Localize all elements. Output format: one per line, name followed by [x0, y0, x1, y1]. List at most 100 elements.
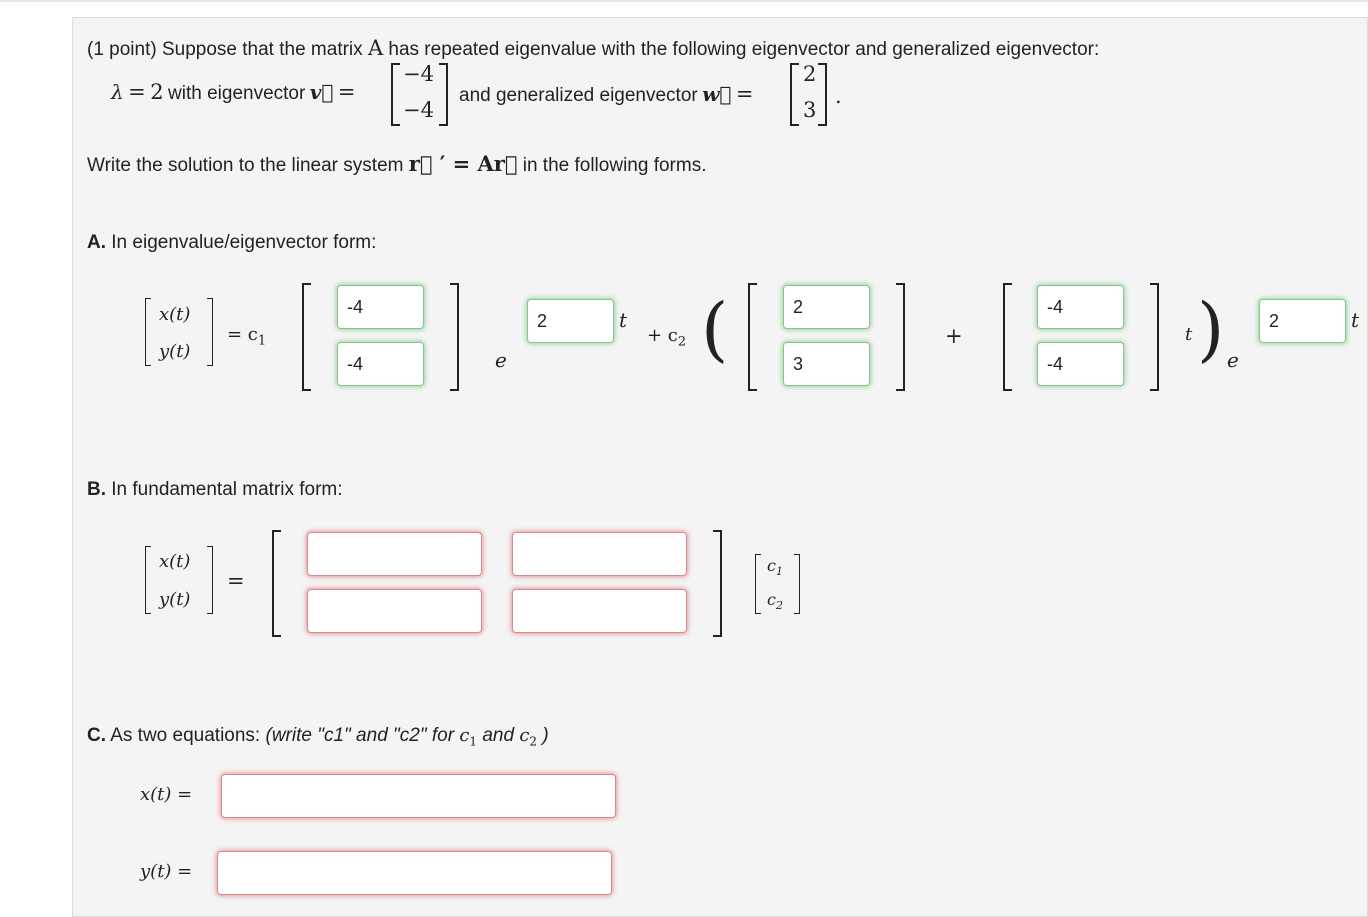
bracket-left [302, 283, 311, 391]
generalized-text-line: and generalized eigenvector w⃗ = [459, 82, 753, 107]
c1-coefficient: = c1 [227, 324, 266, 349]
part-a-vec2-top-input[interactable] [1037, 285, 1124, 329]
write-solution-text: Write the solution to the linear system [87, 155, 404, 176]
w-symbol: w⃗ [702, 82, 732, 106]
with-eigenvector-text: with eigenvector [168, 83, 306, 104]
equals-sign: = [227, 569, 245, 593]
part-a-vec1-bottom-input[interactable] [337, 342, 424, 386]
bracket-right [207, 546, 213, 614]
plus-c-text: + c [647, 325, 678, 346]
part-a-title: In eigenvalue/eigenvector form: [111, 232, 377, 253]
part-a-heading: A. In eigenvalue/eigenvector form: [87, 232, 376, 254]
w-top-entry: 2 [803, 62, 817, 86]
bracket-right [1150, 283, 1159, 391]
bracket-right [896, 283, 905, 391]
part-a-gvec-top-input[interactable] [783, 285, 870, 329]
part-c-label: C. [87, 725, 106, 746]
problem-intro: (1 point) Suppose that the matrix A has … [87, 36, 1099, 61]
w-bottom-entry: 3 [803, 98, 817, 122]
c2-coefficient: + c2 [647, 325, 686, 350]
close-paren: ) [1197, 288, 1225, 370]
part-b-title: In fundamental matrix form: [111, 479, 343, 500]
part-a-gvec-bottom-input[interactable] [783, 342, 870, 386]
c-letter: c [459, 725, 470, 746]
part-b-m22-input[interactable] [512, 589, 687, 633]
c1-entry: c1 [767, 556, 783, 578]
v-symbol: v⃗ [309, 80, 334, 104]
v-top-entry: −4 [403, 62, 434, 86]
bracket-right [794, 554, 800, 614]
bracket-left [391, 63, 400, 126]
part-b-m21-input[interactable] [307, 589, 482, 633]
equals-c-text: = c [227, 324, 258, 345]
subscript-1: 1 [469, 734, 478, 749]
intro-rest-text: has repeated eigenvalue with the followi… [388, 39, 1100, 60]
equals-sign: = [337, 80, 356, 104]
in-forms-text: in the following forms. [522, 155, 707, 176]
y-of-t: y(t) [159, 589, 191, 610]
bracket-right [439, 63, 448, 126]
bracket-left [145, 298, 151, 366]
x-of-t: x(t) [159, 304, 191, 325]
part-c-y-input[interactable] [217, 851, 612, 895]
intro-text: (1 point) Suppose that the matrix [87, 39, 363, 60]
bracket-right [818, 63, 827, 126]
part-c-heading: C. As two equations: (write "c1" and "c2… [87, 725, 549, 749]
t-symbol: t [619, 308, 628, 332]
bracket-right [207, 298, 213, 366]
c2-entry: c2 [767, 590, 783, 612]
part-c-x-input[interactable] [221, 774, 616, 818]
c-letter: c [519, 725, 530, 746]
subscript-2: 2 [775, 599, 783, 613]
part-c-title: As two equations: [110, 725, 261, 746]
bracket-right [713, 530, 722, 637]
bracket-left [790, 63, 799, 126]
bracket-left [272, 530, 281, 637]
part-a-exponent1-input[interactable] [527, 299, 614, 343]
part-a-label: A. [87, 232, 106, 253]
period: . [835, 84, 842, 108]
lambda-symbol: λ [111, 80, 124, 104]
top-divider [0, 0, 1368, 2]
hint-c2: c2 [519, 725, 537, 749]
bracket-left [748, 283, 757, 391]
lambda-value: 2 [150, 80, 164, 104]
part-b-label: B. [87, 479, 106, 500]
part-a-vec2-bottom-input[interactable] [1037, 342, 1124, 386]
write-solution-line: Write the solution to the linear system … [87, 151, 706, 177]
e-symbol: e [495, 348, 507, 372]
part-b-m12-input[interactable] [512, 532, 687, 576]
part-a-vec1-top-input[interactable] [337, 285, 424, 329]
plus-sign: + [945, 324, 963, 348]
part-a-exponent2-input[interactable] [1259, 299, 1346, 343]
part-b-heading: B. In fundamental matrix form: [87, 479, 343, 501]
subscript-1: 1 [257, 333, 267, 349]
subscript-1: 1 [775, 565, 783, 579]
hint-c1: c1 [459, 725, 478, 749]
equals-sign: = [128, 80, 146, 104]
matrix-name: A [367, 36, 384, 60]
part-c-hint: (write "c1" and "c2" for [265, 725, 455, 746]
hint-close-paren: ) [542, 725, 549, 746]
subscript-2: 2 [677, 334, 687, 350]
bracket-left [1003, 283, 1012, 391]
bracket-left [755, 554, 761, 614]
bracket-left [145, 546, 151, 614]
hint-and-text: and [482, 725, 515, 746]
equals-sign: = [735, 82, 754, 106]
c-letter: c [767, 556, 776, 575]
e-symbol: e [1227, 348, 1239, 372]
bracket-right [450, 283, 459, 391]
problem-panel: (1 point) Suppose that the matrix A has … [72, 17, 1368, 917]
c-letter: c [767, 590, 776, 609]
t-symbol: t [1185, 324, 1193, 345]
system-equation: r⃗ ′ = Ar⃗ [408, 151, 518, 176]
x-of-t: x(t) [159, 551, 191, 572]
y-of-t-label: y(t) = [140, 861, 193, 882]
v-bottom-entry: −4 [403, 98, 434, 122]
x-of-t-label: x(t) = [140, 784, 193, 805]
y-of-t: y(t) [159, 341, 191, 362]
part-b-m11-input[interactable] [307, 532, 482, 576]
and-generalized-text: and generalized eigenvector [459, 85, 698, 106]
lambda-line: λ = 2 with eigenvector v⃗ = [111, 80, 355, 105]
